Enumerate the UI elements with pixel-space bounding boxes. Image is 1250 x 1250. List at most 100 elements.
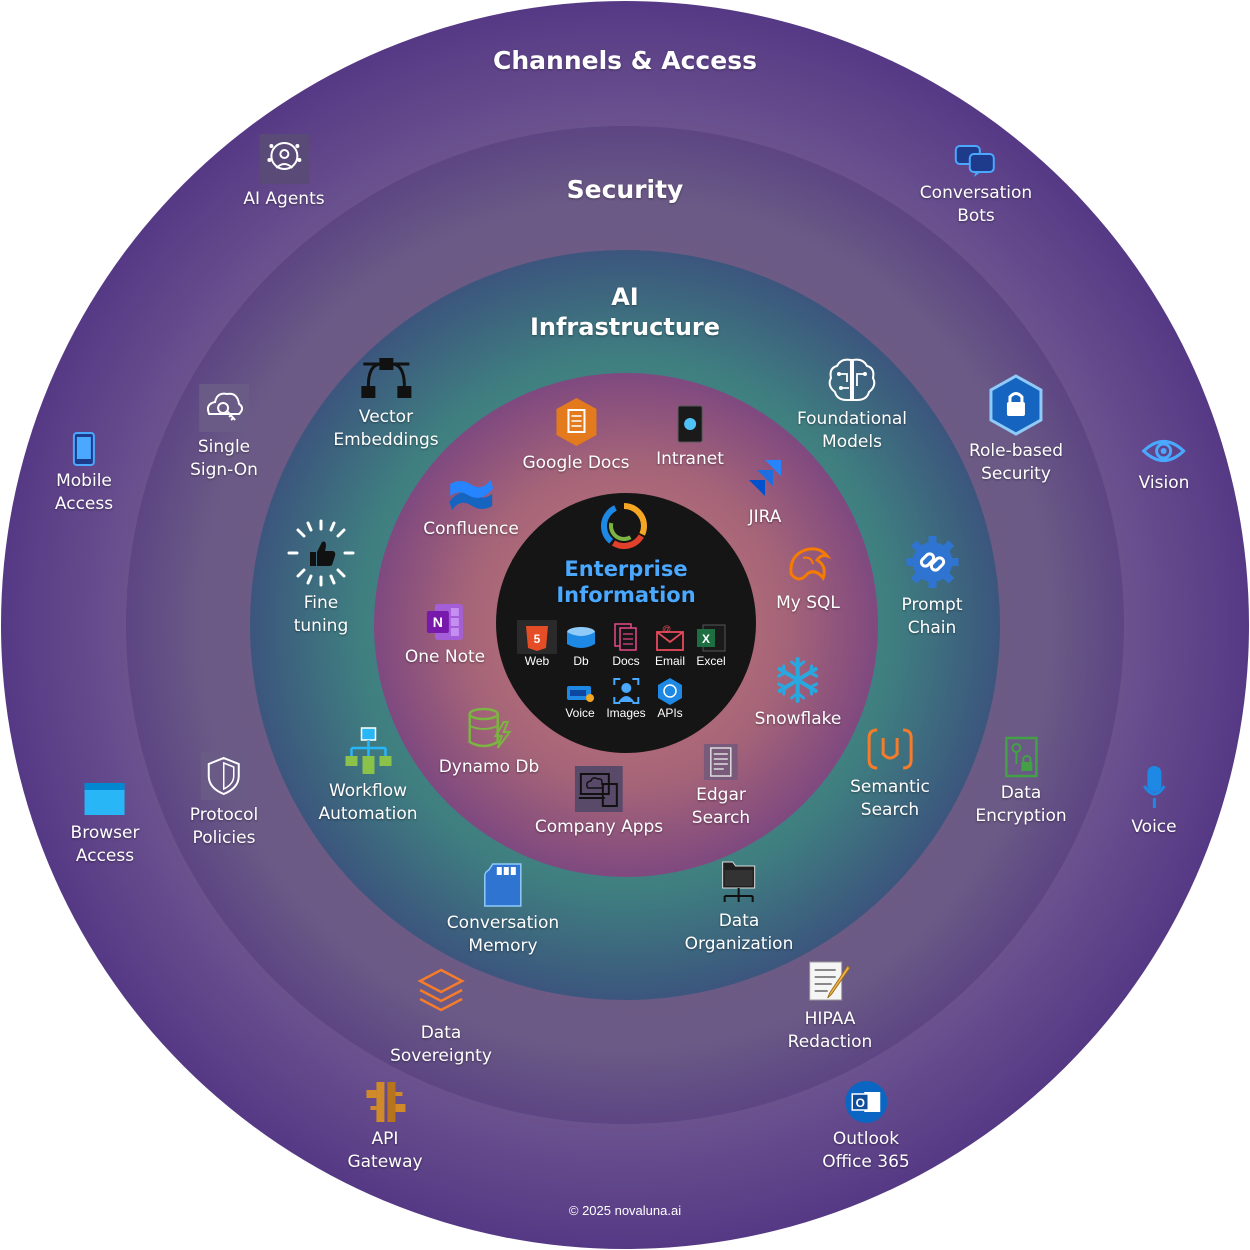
core-excel-label: Excel (696, 654, 726, 668)
hipaa-label-1: HIPAA (804, 1009, 856, 1029)
memory-card-icon (484, 863, 522, 907)
encryption-label-2: Encryption (975, 806, 1067, 826)
core-db-item: Db (564, 624, 598, 668)
fine-tuning-label-1: Fine (303, 593, 339, 613)
outlook-icon: O (844, 1081, 887, 1123)
shield-lock-icon (989, 374, 1043, 436)
svg-text:@: @ (662, 624, 671, 634)
sovereignty-label-1: Data (420, 1023, 462, 1043)
api-hexagon-icon (658, 678, 682, 705)
vision-label: Vision (1138, 473, 1190, 493)
api-gateway-item: API Gateway (347, 1080, 423, 1174)
vision-item: Vision (1138, 434, 1190, 495)
database-icon (567, 627, 595, 648)
svg-text:5: 5 (534, 632, 541, 646)
api-gateway-label-1: API (371, 1129, 399, 1149)
mysql-label: My SQL (776, 593, 840, 613)
confluence-label: Confluence (423, 519, 519, 539)
core-title-line1: Enterprise (564, 557, 688, 581)
conversation-bots-label-1: Conversation (919, 183, 1033, 203)
sso-label-1: Single (197, 437, 251, 457)
enterprise-information-title: Enterprise Information (496, 556, 756, 608)
cloud-key-icon (199, 384, 249, 432)
browser-access-label-1: Browser (70, 823, 140, 843)
foundational-label-2: Models (822, 432, 882, 452)
mobile-access-item: Mobile Access (55, 432, 113, 516)
company-apps-label: Company Apps (534, 817, 664, 837)
core-voice-item: Voice (565, 680, 595, 720)
rbac-label-1: Role-based (968, 441, 1064, 461)
mobile-access-label-1: Mobile (56, 471, 112, 491)
data-encryption-item: Data Encryption (975, 736, 1067, 828)
core-web-item: 5 Web (517, 620, 557, 668)
onenote-label: One Note (404, 647, 486, 667)
chain-gear-icon (906, 536, 958, 588)
browser-access-item: Browser Access (70, 780, 140, 868)
vector-embeddings-item: Vector Embeddings (333, 356, 439, 452)
sovereignty-label-2: Sovereignty (390, 1046, 492, 1066)
jira-label: JIRA (748, 507, 782, 527)
vector-label-1: Vector (358, 407, 414, 427)
protocol-policies-item: Protocol Policies (190, 752, 258, 850)
workflow-label-1: Workflow (328, 781, 408, 801)
prompt-chain-label-2: Chain (907, 618, 957, 638)
company-apps-item: Company Apps (535, 766, 663, 839)
dynamo-db-item: Dynamo Db (439, 706, 539, 779)
workflow-label-2: Automation (318, 804, 418, 824)
edgar-label-2: Search (691, 808, 751, 828)
sso-label-2: Sign-On (190, 460, 258, 480)
encryption-label-1: Data (1000, 783, 1042, 803)
organization-label-2: Organization (684, 934, 794, 954)
edgar-label-1: Edgar (696, 785, 746, 805)
thumbs-up-icon (287, 519, 355, 587)
browser-access-label-2: Access (75, 846, 135, 866)
semantic-label-1: Semantic (850, 777, 930, 797)
docs-icon (614, 623, 637, 651)
edgar-search-item: Edgar Search (692, 744, 750, 830)
onenote-icon: N (426, 604, 463, 640)
single-sign-on-item: Single Sign-On (190, 384, 258, 482)
document-hexagon-icon (555, 398, 596, 446)
ai-title-line1: AI (611, 283, 639, 311)
intranet-label: Intranet (656, 449, 724, 469)
protocol-label-2: Policies (192, 828, 256, 848)
core-images-item: Images (606, 676, 646, 720)
cloud-devices-icon (574, 766, 623, 812)
data-organization-item: Data Organization (684, 858, 794, 956)
core-email-label: Email (654, 654, 685, 668)
google-docs-item: Google Docs (522, 396, 630, 475)
core-email-item: @ Email (654, 624, 686, 668)
copyright-footer: © 2025 novaluna.ai (568, 1203, 682, 1218)
voice-channel-label: Voice (1131, 817, 1177, 837)
svg-text:X: X (702, 632, 710, 646)
outlook-label-1: Outlook (832, 1129, 900, 1149)
snowflake-item: Snowflake (755, 656, 841, 731)
encrypted-file-icon (1004, 736, 1038, 778)
microphone-icon (1142, 766, 1166, 808)
mobile-phone-icon (72, 432, 95, 466)
security-title: Security (566, 175, 684, 204)
semantic-label-2: Search (860, 800, 920, 820)
dynamo-db-icon (468, 707, 512, 749)
ai-agents-label: AI Agents (243, 189, 325, 209)
fine-tuning-label-2: tuning (293, 616, 349, 636)
outlook-label-2: Office 365 (822, 1152, 910, 1172)
brain-circuit-icon (828, 358, 876, 401)
core-excel-item: X Excel (695, 622, 727, 668)
confluence-item: Confluence (423, 476, 519, 541)
core-images-label: Images (606, 706, 646, 720)
filing-document-icon (704, 744, 738, 780)
rbac-label-2: Security (981, 464, 1051, 484)
memory-label-1: Conversation (446, 913, 560, 933)
svg-text:O: O (855, 1096, 864, 1110)
memory-label-2: Memory (468, 936, 538, 956)
novaluna-logo-icon (601, 503, 647, 549)
google-docs-label: Google Docs (522, 453, 630, 473)
intranet-item: Intranet (656, 404, 724, 471)
hipaa-label-2: Redaction (787, 1032, 873, 1052)
api-gateway-icon (365, 1082, 405, 1122)
jira-item: JIRA (745, 458, 785, 529)
html5-icon: 5 (517, 620, 557, 654)
folder-tree-icon (722, 861, 756, 902)
core-apis-item: APIs (655, 676, 685, 720)
